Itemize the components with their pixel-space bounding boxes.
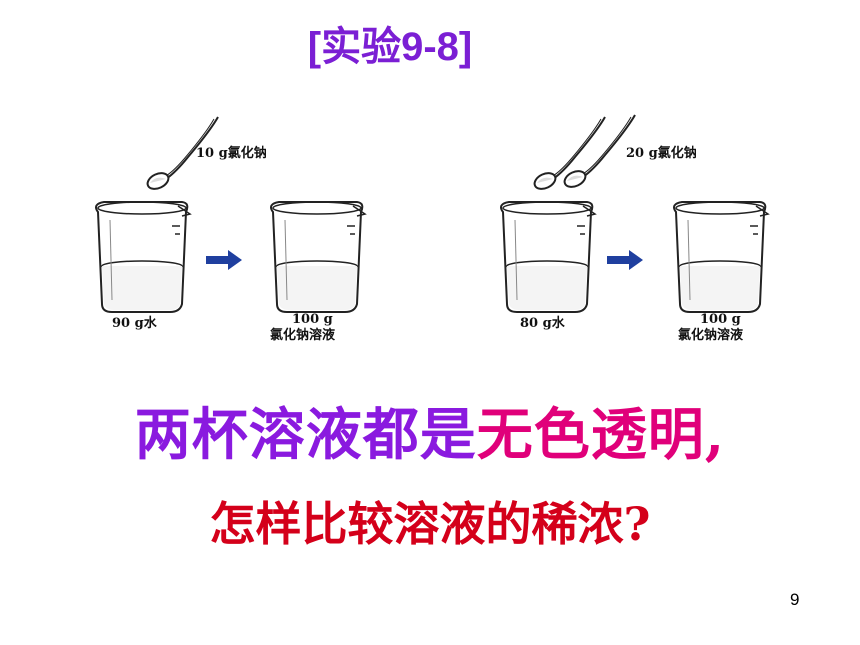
left-before-label: 90 g水: [112, 315, 158, 331]
left-beaker-after: [270, 201, 366, 313]
question-line-1: 两杯溶液都是无色透明,: [0, 390, 860, 471]
right-arrow-icon: [607, 250, 643, 270]
left-after-label-name: 氯化钠溶液: [270, 327, 335, 343]
right-beaker-after: [673, 201, 769, 313]
right-after-label-name: 氯化钠溶液: [678, 327, 743, 343]
slide-title: [实验9-8]: [307, 25, 473, 69]
question-lead: 两杯溶液都是: [134, 402, 477, 468]
page-number: 9: [790, 590, 800, 609]
left-after-label-mass: 100 g: [292, 312, 333, 327]
experiment-figure: 10 g氯化钠 90 g水 100 g 氯化钠溶液 20 g氯化钠 80 g水 …: [95, 114, 769, 343]
left-beaker-before: [95, 201, 191, 313]
left-arrow-icon: [206, 250, 242, 270]
left-spoon-label: 10 g氯化钠: [196, 145, 267, 161]
right-after-label-mass: 100 g: [700, 312, 741, 327]
question-line-2: 怎样比较溶液的稀浓?: [209, 497, 651, 551]
right-beaker-before: [500, 201, 596, 313]
question-highlight: 无色透明,: [476, 402, 726, 468]
right-before-label: 80 g水: [520, 315, 566, 331]
right-spoon-label: 20 g氯化钠: [626, 145, 697, 161]
